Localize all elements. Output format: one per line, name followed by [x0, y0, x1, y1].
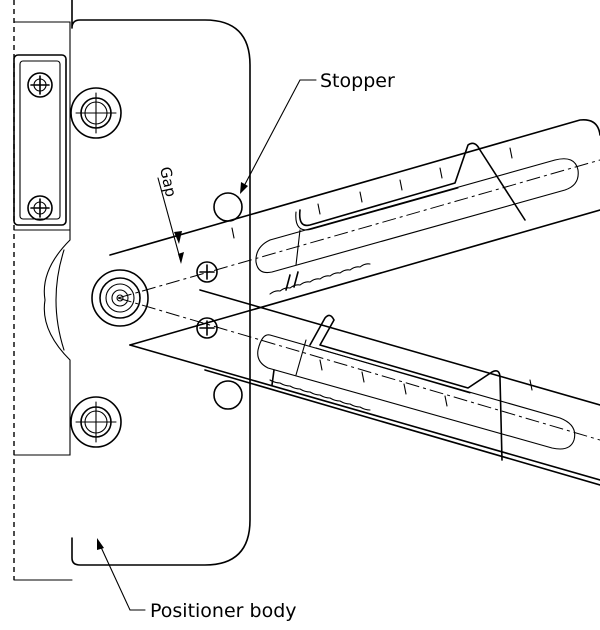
stopper-pin-upper	[213, 192, 243, 222]
gap-dimension	[157, 177, 184, 264]
arm-screw-lower	[196, 317, 218, 339]
screw-mid	[27, 195, 53, 221]
bolt-hole-top	[70, 87, 122, 139]
positioner-body-label: Positioner body	[150, 600, 297, 622]
positioner-body	[13, 0, 251, 581]
stopper-label: Stopper	[320, 70, 395, 92]
bolt-hole-bottom	[70, 396, 122, 448]
positioner-body-leader	[97, 538, 146, 611]
gap-label: Gap	[156, 165, 180, 198]
pivot-hub	[91, 269, 149, 327]
stopper-leader	[240, 79, 317, 194]
arm-screw-upper	[196, 261, 218, 283]
screw-plate	[13, 54, 67, 226]
upper-arm	[109, 118, 600, 346]
lower-arm	[117, 289, 600, 486]
screw-top	[27, 72, 53, 98]
stopper-pin-lower	[213, 380, 243, 410]
